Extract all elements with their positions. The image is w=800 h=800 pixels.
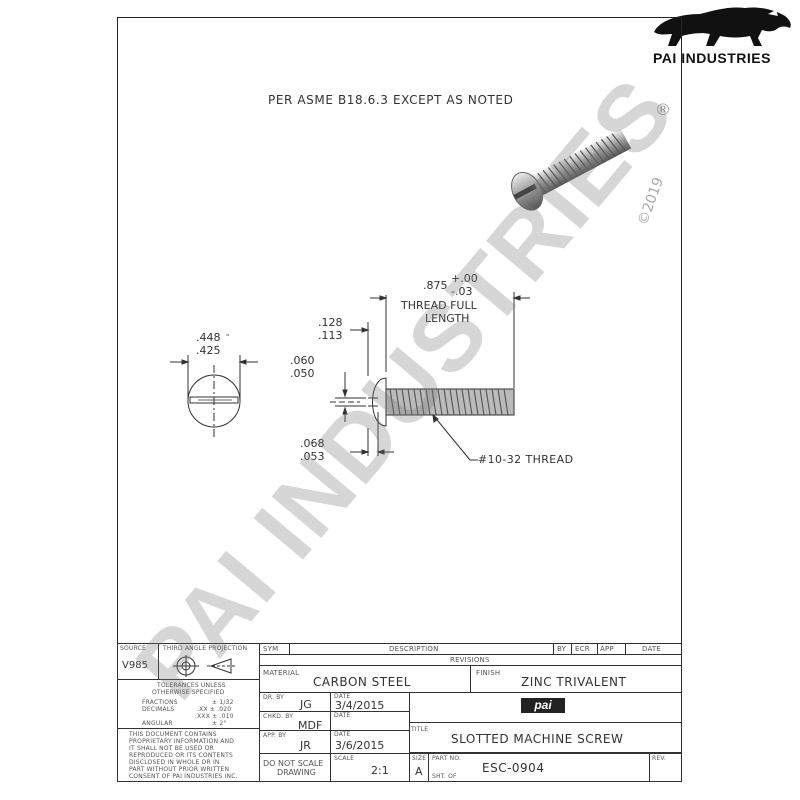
brand-name: PAI INDUSTRIES (653, 50, 771, 66)
proprietary-line-2: PROPRIETARY INFORMATION AND (129, 738, 235, 745)
tolerances-title-1: TOLERANCES UNLESS (157, 682, 226, 689)
app-by-value: JR (300, 739, 311, 752)
dim-thread-full-1: THREAD FULL (401, 299, 477, 312)
dim-head-h-max: .128 (318, 316, 343, 329)
chkd-date-label: DATE (334, 712, 351, 719)
brand-logo: PAI INDUSTRIES (650, 2, 795, 68)
panther-icon (654, 7, 791, 46)
proprietary-line-6: PART WITHOUT PRIOR WRITTEN (129, 766, 230, 773)
chkd-by-label: CHKD. BY (263, 713, 294, 720)
dr-date-value: 3/4/2015 (335, 699, 385, 712)
asme-note: PER ASME B18.6.3 EXCEPT AS NOTED (268, 93, 514, 107)
finish-label: FINISH (476, 669, 501, 677)
tol-fractions-label: FRACTIONS (142, 699, 178, 706)
dim-slot-w-min: .050 (290, 367, 315, 380)
projection-label: THIRD ANGLE PROJECTION (163, 645, 248, 652)
side-view (330, 292, 530, 461)
finish-value: ZINC TRIVALENT (521, 675, 627, 689)
dr-by-label: DR. BY (263, 694, 285, 701)
registered-mark: ® (655, 100, 671, 119)
rev-cell (649, 753, 682, 782)
tol-xx-value: .XX ± .020 (197, 706, 232, 713)
dim-head-dia-min: .425 (196, 344, 221, 357)
app-date-label: DATE (334, 731, 351, 738)
dr-date-label: DATE (334, 693, 351, 700)
size-label: SIZE (412, 755, 427, 762)
do-not-scale-2: DRAWING (277, 768, 316, 777)
dim-head-dia-max: .448 (196, 331, 221, 344)
title-label: TITLE (411, 726, 429, 733)
dim-inch-mark: " (226, 333, 230, 341)
title-value: SLOTTED MACHINE SCREW (451, 732, 624, 746)
by-label: BY (557, 645, 567, 653)
pai-small-logo: pai (521, 698, 565, 713)
third-angle-projection-icon (173, 655, 235, 677)
part-no-value: ESC-0904 (482, 761, 545, 775)
tol-angular-label: ANGULAR (142, 720, 173, 727)
revisions-label: REVISIONS (450, 656, 490, 664)
dim-thread-len: .875 (423, 279, 448, 292)
material-value: CARBON STEEL (313, 675, 411, 689)
dr-by-value: JG (300, 698, 312, 711)
proprietary-line-4: REPRODUCED OR ITS CONTENTS (129, 752, 233, 759)
dim-thread-tol-minus: -.03 (451, 285, 473, 298)
sheet-label: SHT. OF (432, 773, 457, 780)
dim-slot-w-max: .060 (290, 354, 315, 367)
app-by-label: APP. BY (263, 732, 287, 739)
tol-angular-value: ± 2° (212, 720, 227, 727)
size-value: A (415, 765, 423, 778)
dim-head-h-min: .113 (318, 329, 343, 342)
title-block: SOURCE V985 THIRD ANGLE PROJECTION TOLER… (117, 643, 682, 782)
tol-xxx-value: .XXX ± .010 (195, 713, 234, 720)
source-label: SOURCE (120, 645, 146, 652)
app-label: APP (600, 645, 614, 653)
part-no-label: PART NO. (432, 755, 462, 762)
dim-slot-d-min: .053 (300, 450, 325, 463)
dim-slot-d-max: .068 (300, 437, 325, 450)
date-label: DATE (642, 645, 662, 653)
tolerances-title-2: OTHERWISE SPECIFIED (152, 689, 225, 696)
screw-3d-render (511, 128, 632, 211)
dim-thread-full-2: LENGTH (425, 312, 470, 325)
thread-callout: #10-32 THREAD (478, 453, 574, 466)
chkd-by-value: MDF (298, 719, 323, 732)
tol-decimals-label: DECIMALS (142, 706, 175, 713)
description-label: DESCRIPTION (389, 645, 439, 653)
material-label: MATERIAL (263, 669, 300, 677)
rev-label: REV. (652, 755, 666, 762)
top-view (170, 355, 258, 440)
proprietary-line-1: THIS DOCUMENT CONTAINS (129, 731, 217, 738)
dim-thread-tol-plus: +.00 (451, 272, 478, 285)
proprietary-line-5: DISCLOSED IN WHOLE OR IN (129, 759, 220, 766)
source-value: V985 (122, 660, 148, 671)
scale-label: SCALE (334, 755, 355, 762)
tol-fractions-value: ± 1/32 (212, 699, 234, 706)
ecr-label: ECR (575, 645, 590, 653)
do-not-scale-1: DO NOT SCALE (263, 759, 324, 768)
app-date-value: 3/6/2015 (335, 739, 385, 752)
sym-label: SYM (263, 645, 279, 653)
proprietary-line-3: IT SHALL NOT BE USED OR (129, 745, 214, 752)
proprietary-line-7: CONSENT OF PAI INDUSTRIES INC. (129, 773, 238, 780)
scale-value: 2:1 (371, 764, 389, 777)
